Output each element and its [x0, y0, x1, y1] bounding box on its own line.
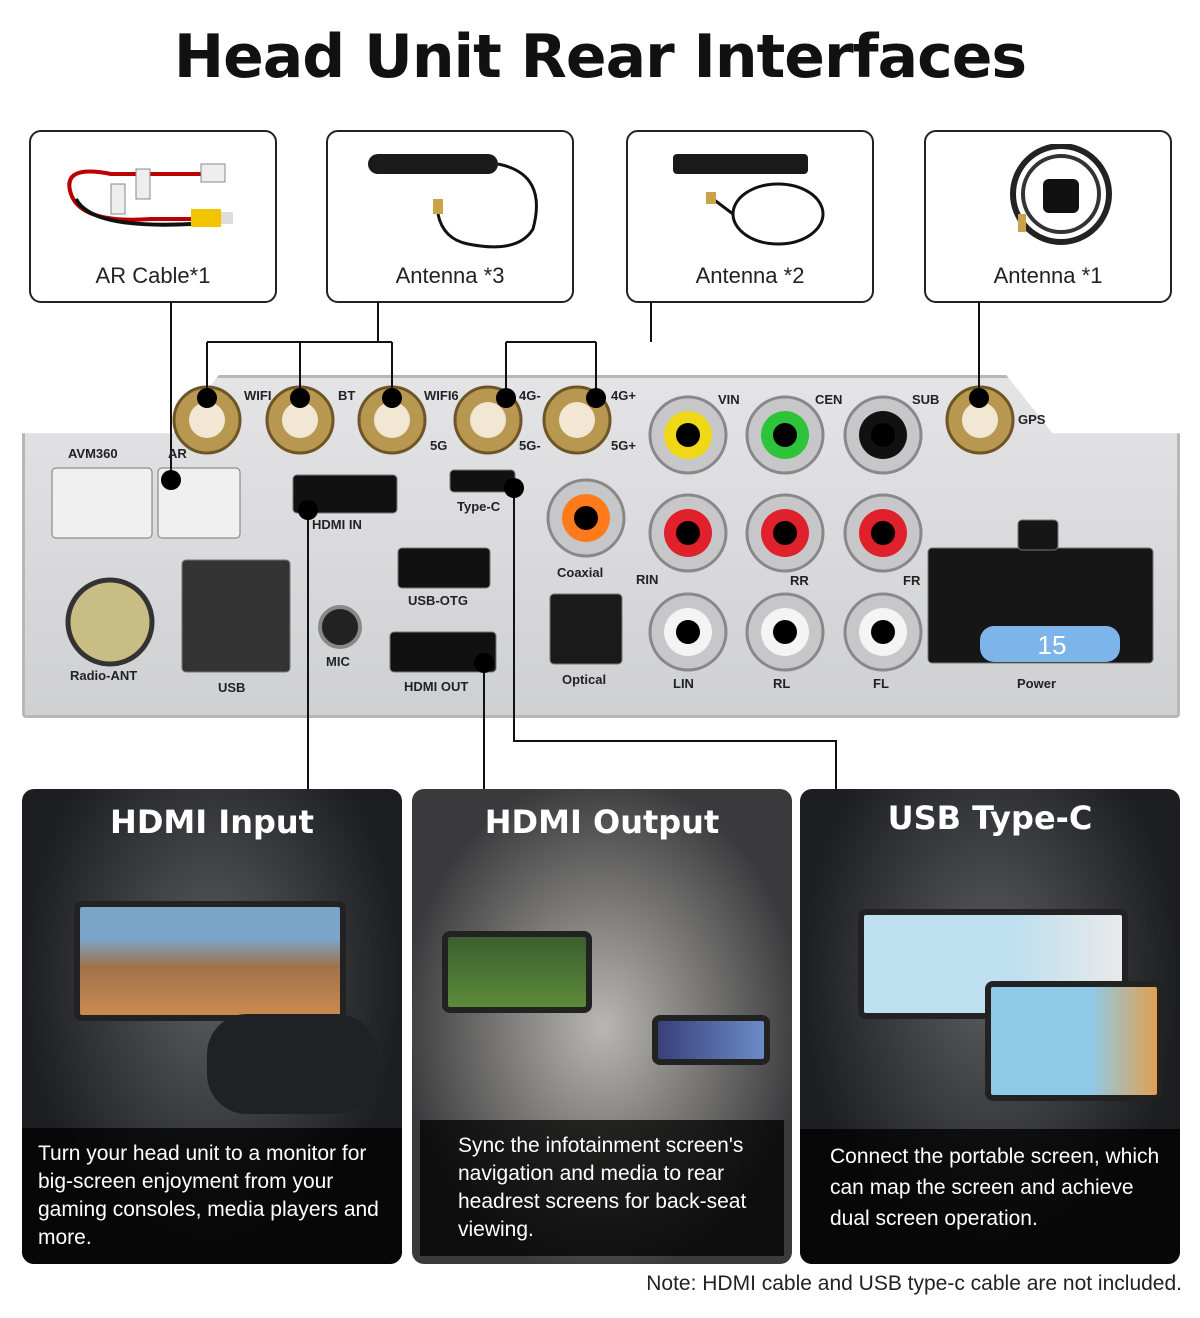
- port-label: Type-C: [457, 499, 501, 514]
- port-label: 4G-: [519, 388, 541, 403]
- port-label: Coaxial: [557, 565, 604, 580]
- port-label: 5G-: [519, 438, 541, 453]
- port-label: 5G+: [611, 438, 636, 453]
- leader-dot: [496, 388, 516, 408]
- optical-port: [549, 593, 623, 665]
- port-label: WIFI6: [424, 388, 459, 403]
- leader-line: [513, 488, 837, 789]
- port-label: 4G+: [611, 388, 636, 403]
- feature-card-usb-type-c: USB Type-C Connect the portable screen, …: [800, 789, 1180, 1264]
- port-label: Optical: [562, 672, 607, 687]
- port-label: RL: [773, 676, 791, 691]
- port-label: RR: [790, 573, 809, 588]
- port-label: USB: [218, 680, 246, 695]
- accessory-antenna-3: Antenna *3: [326, 130, 574, 303]
- ar-cable-image: [67, 163, 233, 227]
- rca-port-hole: [773, 620, 797, 644]
- port-label: GPS: [1018, 412, 1046, 427]
- leader-dot: [474, 653, 494, 673]
- hdmi-out-port: [389, 631, 497, 673]
- fuse: [980, 626, 1120, 662]
- head-unit-screen-image: [652, 1015, 770, 1065]
- usb-otg-port: [397, 547, 491, 589]
- antenna-port-center: [559, 402, 595, 438]
- port-label: USB-OTG: [408, 593, 468, 608]
- leader-dot: [586, 388, 606, 408]
- rca-port-hole: [773, 423, 797, 447]
- rca-port-hole: [676, 620, 700, 644]
- portable-screen-image: [985, 981, 1163, 1101]
- note-text: Note: HDMI cable and USB type-c cable ar…: [646, 1272, 1182, 1295]
- feature-title: HDMI Input: [110, 803, 314, 841]
- port-label: AVM360: [68, 446, 118, 461]
- antenna-image: [673, 154, 825, 246]
- accessory-ar-cable: AR Cable*1: [29, 130, 277, 303]
- accessory-antenna-2: Antenna *2: [626, 130, 874, 303]
- antenna-port-center: [374, 402, 410, 438]
- game-controller-image: [207, 1014, 377, 1114]
- leader-dot: [161, 470, 181, 490]
- power-connector-tab: [1017, 519, 1059, 551]
- feature-title: USB Type-C: [887, 799, 1093, 837]
- game-screen-image: [74, 901, 346, 1021]
- rca-port-hole: [773, 521, 797, 545]
- port-label: HDMI IN: [312, 517, 362, 532]
- accessory-antenna-1: Antenna *1: [924, 130, 1172, 303]
- hdmi-in-port: [292, 474, 398, 514]
- usb-port: [181, 559, 291, 673]
- port-label: VIN: [718, 392, 740, 407]
- port-label: Radio-ANT: [70, 668, 138, 683]
- port-label: BT: [338, 388, 356, 403]
- feature-description: Sync the infotainment screen's navigatio…: [420, 1120, 784, 1256]
- headrest-screen-image: [442, 931, 592, 1013]
- accessory-label: Antenna *1: [993, 263, 1103, 288]
- port-label: SUB: [912, 392, 940, 407]
- feature-description: Turn your head unit to a monitor for big…: [22, 1128, 402, 1264]
- rca-port-hole: [871, 620, 895, 644]
- antenna-port-center: [189, 402, 225, 438]
- accessory-label: Antenna *3: [395, 263, 505, 288]
- antenna-image: [368, 154, 538, 249]
- leader-dot: [969, 388, 989, 408]
- leader-dot: [290, 388, 310, 408]
- antenna-port-center: [282, 402, 318, 438]
- port-label: HDMI OUT: [404, 679, 469, 694]
- leader-dot: [382, 388, 402, 408]
- mic-port: [318, 605, 362, 649]
- gps-antenna-image: [1010, 144, 1112, 245]
- feature-title: HDMI Output: [484, 803, 720, 841]
- leader-dot: [504, 478, 524, 498]
- accessory-label: Antenna *2: [695, 263, 805, 288]
- rca-port-hole: [676, 423, 700, 447]
- rca-port-hole: [574, 506, 598, 530]
- accessory-label: AR Cable*1: [95, 263, 211, 288]
- port-label: LIN: [673, 676, 694, 691]
- port-label: 5G: [430, 438, 448, 453]
- rca-port-hole: [871, 521, 895, 545]
- leader-line: [206, 302, 393, 398]
- feature-card-hdmi-input: HDMI Input Turn your head unit to a moni…: [22, 789, 402, 1264]
- leader-line: [505, 302, 652, 398]
- avm360-port: [51, 467, 153, 539]
- port-label: Power: [1017, 676, 1057, 691]
- port-label: AR: [168, 446, 187, 461]
- rca-port-hole: [676, 521, 700, 545]
- port-label: RIN: [636, 572, 659, 587]
- rca-port-hole: [871, 423, 895, 447]
- port-label: CEN: [815, 392, 843, 407]
- antenna-port-center: [962, 402, 998, 438]
- leader-dot: [298, 500, 318, 520]
- port-label: WIFI: [244, 388, 272, 403]
- ports-layer: 15: [51, 302, 1154, 789]
- leader-dot: [197, 388, 217, 408]
- feature-card-hdmi-output: HDMI Output Sync the infotainment screen…: [412, 789, 792, 1264]
- radio-ant-port: [65, 577, 155, 667]
- port-label: MIC: [326, 654, 350, 669]
- page-title: Head Unit Rear Interfaces: [173, 22, 1027, 92]
- port-label: FL: [873, 676, 889, 691]
- antenna-port-center: [470, 402, 506, 438]
- feature-description: Connect the portable screen, which can m…: [800, 1129, 1180, 1264]
- fuse-rating: 15: [1038, 630, 1067, 660]
- port-label: FR: [903, 573, 921, 588]
